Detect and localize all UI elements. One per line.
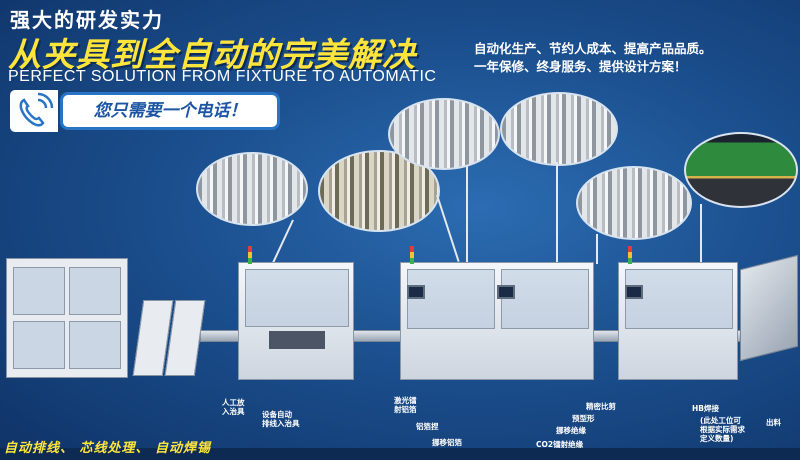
- leader-line: [700, 204, 702, 266]
- detail-photo-stripped-wires-1: [388, 98, 500, 170]
- callout-move-insulation: 挪移绝缘: [556, 426, 586, 435]
- leader-line: [556, 162, 558, 262]
- machine-laser-station: [400, 262, 594, 380]
- hmi-screen: [497, 285, 515, 299]
- phone-icon: [10, 90, 58, 132]
- leader-line: [436, 194, 460, 262]
- machine-hb-solder: [618, 262, 738, 380]
- rack-panel: [13, 321, 65, 369]
- signal-tower-icon: [248, 246, 252, 264]
- callout-hb-solder: HB焊接: [692, 404, 719, 413]
- leader-line: [466, 165, 468, 265]
- detail-photo-pcb-soldering: [684, 132, 798, 208]
- signal-tower-icon: [628, 246, 632, 264]
- footer-caption: 自动排线、 芯线处理、 自动焊锡: [4, 441, 212, 456]
- callout-auto-wire-in: 设备自动 排线入治具: [262, 410, 300, 428]
- rack-panel: [13, 267, 65, 315]
- machine-window: [407, 269, 495, 329]
- detail-photo-stripped-wires-2: [500, 92, 618, 166]
- callout-output: 出料: [766, 418, 781, 427]
- signal-tower-icon: [410, 246, 414, 264]
- callout-hb-note: (此处工位可 根据实际需求 定义数量): [700, 416, 745, 443]
- english-tagline: PERFECT SOLUTION FROM FIXTURE TO AUTOMAT…: [8, 68, 437, 85]
- output-conveyor: [740, 254, 798, 362]
- callout-foil-pinch: 铝箔捏: [416, 422, 439, 431]
- callout-laser-strip: 激光镭 射铝箔: [394, 396, 417, 414]
- machine-window: [501, 269, 589, 329]
- detail-photo-terminals-1: [196, 152, 308, 226]
- contact-banner[interactable]: 您只需要一个电话！: [10, 90, 280, 132]
- callout-precise-pitch: 精密比剪: [586, 402, 616, 411]
- callout-co2-insulation: CO2镭射绝缘: [536, 440, 584, 449]
- machine-window: [245, 269, 349, 327]
- leader-line: [270, 219, 294, 266]
- machine-window: [625, 269, 733, 329]
- callout-pre-shape: 预型形: [572, 414, 595, 423]
- detail-photo-shaped-wires: [576, 166, 692, 240]
- machine-wire-rack: [6, 258, 128, 378]
- slogan-line-1: 自动化生产、节约人成本、提高产品品质。: [474, 41, 712, 56]
- machine-auto-load: [238, 262, 354, 380]
- callout-manual-load: 人工放 入治具: [222, 398, 245, 416]
- leader-line: [596, 234, 598, 264]
- callout-foil-move: 挪移铝箔: [432, 438, 462, 447]
- rack-panel: [69, 267, 121, 315]
- floor-band: [0, 448, 800, 460]
- machine-mechanism: [269, 331, 325, 349]
- hmi-screen: [407, 285, 425, 299]
- slogan-line-2: 一年保修、终身服务、提供设计方案！: [474, 59, 687, 74]
- contact-label: 您只需要一个电话！: [60, 92, 280, 130]
- rack-panel: [69, 321, 121, 369]
- hmi-screen: [625, 285, 643, 299]
- header-title: 强大的研发实力: [10, 8, 164, 32]
- header-main-title: 从夹具到全自动的完美解决: [8, 35, 416, 74]
